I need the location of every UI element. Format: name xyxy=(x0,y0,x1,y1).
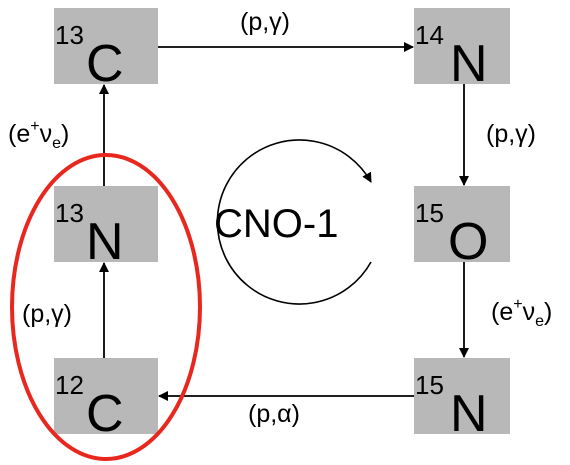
nucleus-n14: 14 N xyxy=(414,8,510,93)
nucleus-n13-symbol: N xyxy=(86,213,124,271)
nucleus-c12-symbol: C xyxy=(86,385,124,443)
reaction-label-left-upper: (e+νe) xyxy=(8,118,69,152)
nucleus-n14-symbol: N xyxy=(450,35,488,93)
svg-text:N: N xyxy=(86,213,124,271)
svg-text:C: C xyxy=(86,385,124,443)
svg-text:13: 13 xyxy=(55,198,84,228)
highlight-ellipse xyxy=(10,153,202,461)
nucleus-o15-mass: 15 xyxy=(415,198,444,228)
nucleus-n13: 13 N xyxy=(54,186,158,271)
svg-text:C: C xyxy=(86,35,124,93)
nucleus-o15-symbol: O xyxy=(448,213,488,271)
reaction-label-right-lower: (e+νe) xyxy=(491,296,552,330)
svg-text:15: 15 xyxy=(415,370,444,400)
cycle-label: CNO-1 xyxy=(214,202,338,246)
nucleus-n13-mass: 13 xyxy=(55,198,84,228)
svg-text:N: N xyxy=(450,385,488,443)
reaction-label-right-upper: (p,γ) xyxy=(486,120,536,148)
nucleus-o15: 15 O xyxy=(414,186,510,271)
nucleus-n15-mass: 15 xyxy=(415,370,444,400)
svg-text:14: 14 xyxy=(415,20,444,50)
nucleus-n14-mass: 14 xyxy=(415,20,444,50)
svg-text:13: 13 xyxy=(55,20,84,50)
nucleus-c13-symbol: C xyxy=(86,35,124,93)
nucleus-n15-symbol: N xyxy=(450,385,488,443)
svg-text:12: 12 xyxy=(55,370,84,400)
nucleus-n15: 15 N xyxy=(414,358,510,443)
svg-text:O: O xyxy=(448,213,488,271)
reaction-label-left-lower: (p,γ) xyxy=(22,300,72,328)
cycle-arrow-icon xyxy=(216,139,372,305)
nucleus-c12: 12 C xyxy=(54,358,158,443)
reaction-label-top: (p,γ) xyxy=(240,8,290,36)
svg-text:N: N xyxy=(450,35,488,93)
nucleus-c13: 13 C xyxy=(54,8,158,93)
nucleus-c13-mass: 13 xyxy=(55,20,84,50)
reaction-label-bottom: (p,α) xyxy=(248,400,300,428)
nucleus-c12-mass: 12 xyxy=(55,370,84,400)
svg-text:15: 15 xyxy=(415,198,444,228)
